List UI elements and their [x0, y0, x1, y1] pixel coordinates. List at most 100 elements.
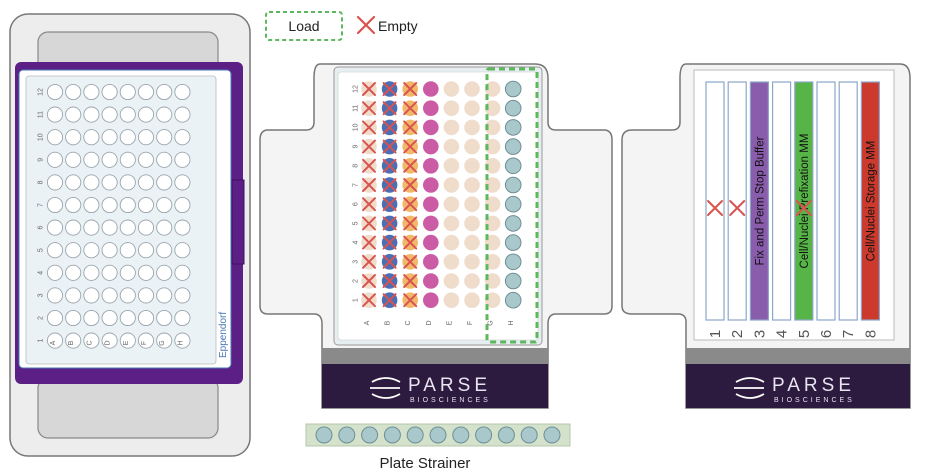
- well: [174, 219, 191, 236]
- well: [423, 158, 439, 174]
- well: [174, 287, 191, 304]
- strainer-well: [543, 426, 561, 444]
- plate-strainer: Plate Strainer: [305, 423, 571, 472]
- well: [443, 292, 460, 309]
- tube-rack: [693, 69, 895, 341]
- well: [504, 138, 522, 155]
- well: [65, 332, 82, 349]
- empty-legend-label: Empty: [378, 18, 418, 34]
- well: [65, 83, 82, 101]
- well: [46, 219, 64, 236]
- well: [464, 158, 480, 174]
- empty-x-icon: [382, 101, 397, 116]
- col-label: A: [50, 340, 57, 345]
- well: [46, 83, 64, 101]
- col-label: H: [508, 320, 515, 325]
- well: [423, 253, 439, 270]
- strainer-well: [520, 426, 538, 444]
- well: [484, 81, 501, 97]
- empty-x-icon: [362, 254, 376, 269]
- strainer-caption: Plate Strainer: [380, 455, 471, 472]
- well: [464, 234, 480, 251]
- well: [65, 174, 82, 191]
- well: [65, 129, 82, 146]
- load-legend-box: [265, 11, 343, 41]
- row-label: 5: [38, 248, 45, 252]
- row-label: 8: [38, 180, 45, 184]
- well: [137, 196, 155, 214]
- well: [101, 309, 118, 327]
- tube-number: 6: [818, 330, 835, 338]
- tube-number: 7: [840, 330, 857, 338]
- well: [83, 151, 100, 168]
- empty-x-icon: [403, 120, 418, 135]
- col-label: C: [405, 320, 412, 325]
- empty-x-icon: [403, 235, 418, 250]
- legend: Load Empty: [265, 11, 418, 41]
- well: [423, 196, 439, 212]
- col-label: F: [141, 341, 148, 345]
- well: [46, 196, 64, 214]
- tube-number: 3: [751, 330, 768, 338]
- empty-x-icon: [362, 178, 376, 192]
- well: [156, 219, 173, 236]
- well: [137, 332, 155, 349]
- empty-x-icon: [729, 200, 746, 216]
- row-label: 3: [353, 260, 360, 264]
- row-label: 6: [38, 226, 45, 230]
- empty-x-icon: [382, 254, 397, 269]
- row-label: 6: [353, 202, 360, 206]
- col-label: B: [385, 320, 392, 325]
- empty-x-icon: [403, 293, 418, 308]
- col-label: A: [364, 320, 371, 325]
- well: [443, 215, 460, 232]
- row-label: 1: [38, 339, 45, 343]
- well: [484, 253, 501, 270]
- well: [156, 332, 173, 349]
- well: [65, 309, 82, 327]
- tube-number: 8: [862, 330, 879, 338]
- well: [174, 129, 191, 146]
- well: [443, 253, 460, 270]
- well: [83, 83, 100, 101]
- well: [46, 106, 64, 123]
- well: [484, 158, 501, 174]
- row-label: 5: [353, 221, 360, 225]
- well: [119, 106, 136, 123]
- empty-x-icon: [362, 101, 376, 116]
- empty-x-icon: [362, 216, 376, 231]
- well: [174, 196, 191, 214]
- well: [443, 196, 460, 212]
- well: [156, 151, 173, 168]
- empty-x-icon: [362, 197, 376, 212]
- well: [137, 151, 155, 168]
- well: [504, 253, 522, 271]
- empty-x-icon: [795, 200, 812, 216]
- well: [484, 234, 501, 251]
- col-label: D: [105, 340, 112, 345]
- col-label: G: [159, 340, 166, 345]
- parse-banner-right: [686, 364, 910, 408]
- well: [65, 106, 82, 123]
- strainer-well: [475, 426, 493, 444]
- well: [83, 264, 100, 281]
- parse-logo-middle: PARSE BIOSCIENCES: [370, 375, 491, 404]
- well: [101, 83, 118, 101]
- well: [65, 151, 82, 168]
- well: [464, 119, 480, 136]
- well: [174, 309, 191, 327]
- col-label: B: [68, 340, 75, 345]
- well: [464, 138, 480, 155]
- strainer-well: [338, 426, 356, 444]
- well: [156, 174, 173, 191]
- well: [101, 151, 118, 168]
- well: [46, 129, 64, 146]
- well: [443, 138, 460, 155]
- tube-number: 5: [796, 330, 813, 338]
- empty-x-icon: [382, 120, 397, 135]
- well: [504, 119, 522, 136]
- tube-strip: [771, 81, 792, 321]
- svg-text:PARSE: PARSE: [408, 375, 491, 396]
